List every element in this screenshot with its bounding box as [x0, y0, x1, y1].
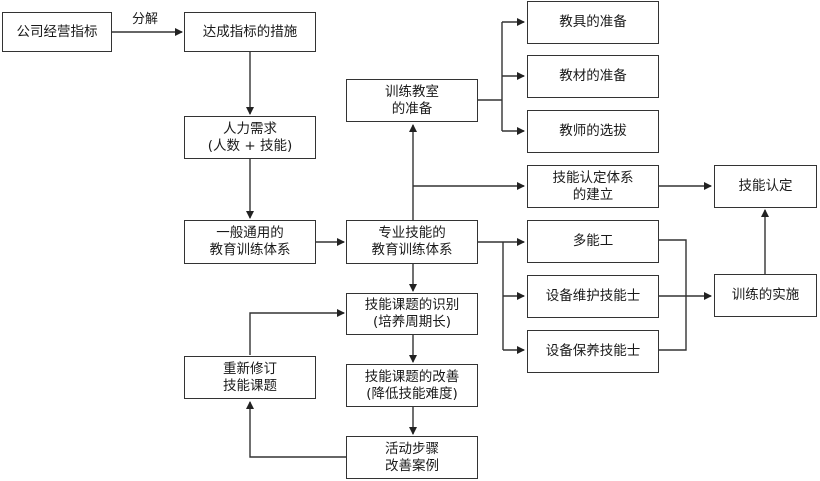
node-improve[interactable]: 技能课题的改善 (降低技能难度): [346, 364, 478, 407]
edge-label-decompose: 分解: [132, 12, 159, 27]
node-teachers[interactable]: 教师的选拔: [527, 110, 659, 153]
node-pro-training[interactable]: 专业技能的 教育训练体系: [346, 220, 478, 264]
node-skill-cert[interactable]: 技能认定: [714, 165, 817, 208]
node-company-kpi[interactable]: 公司经营指标: [2, 12, 112, 52]
node-multi-skill[interactable]: 多能工: [527, 220, 659, 263]
arrow-cases-revise: [246, 401, 347, 458]
arrow-revise-identify: [249, 309, 345, 355]
node-tools[interactable]: 教具的准备: [527, 1, 659, 44]
node-general-training[interactable]: 一般通用的 教育训练体系: [184, 220, 316, 264]
node-identify[interactable]: 技能课题的识别 (培养周期长): [346, 293, 478, 335]
node-training-exec[interactable]: 训练的实施: [714, 274, 817, 317]
node-classroom[interactable]: 训练教室 的准备: [346, 79, 478, 122]
node-cases[interactable]: 活动步骤 改善案例: [346, 436, 478, 479]
node-revise[interactable]: 重新修订 技能课题: [184, 356, 316, 399]
node-manpower[interactable]: 人力需求 (人数 + 技能): [184, 116, 316, 159]
node-maint-tech[interactable]: 设备维护技能士: [527, 275, 659, 318]
node-measures[interactable]: 达成指标的措施: [184, 12, 316, 52]
node-care-tech[interactable]: 设备保养技能士: [527, 330, 659, 373]
node-cert-system[interactable]: 技能认定体系 的建立: [527, 165, 659, 208]
node-materials[interactable]: 教材的准备: [527, 55, 659, 98]
